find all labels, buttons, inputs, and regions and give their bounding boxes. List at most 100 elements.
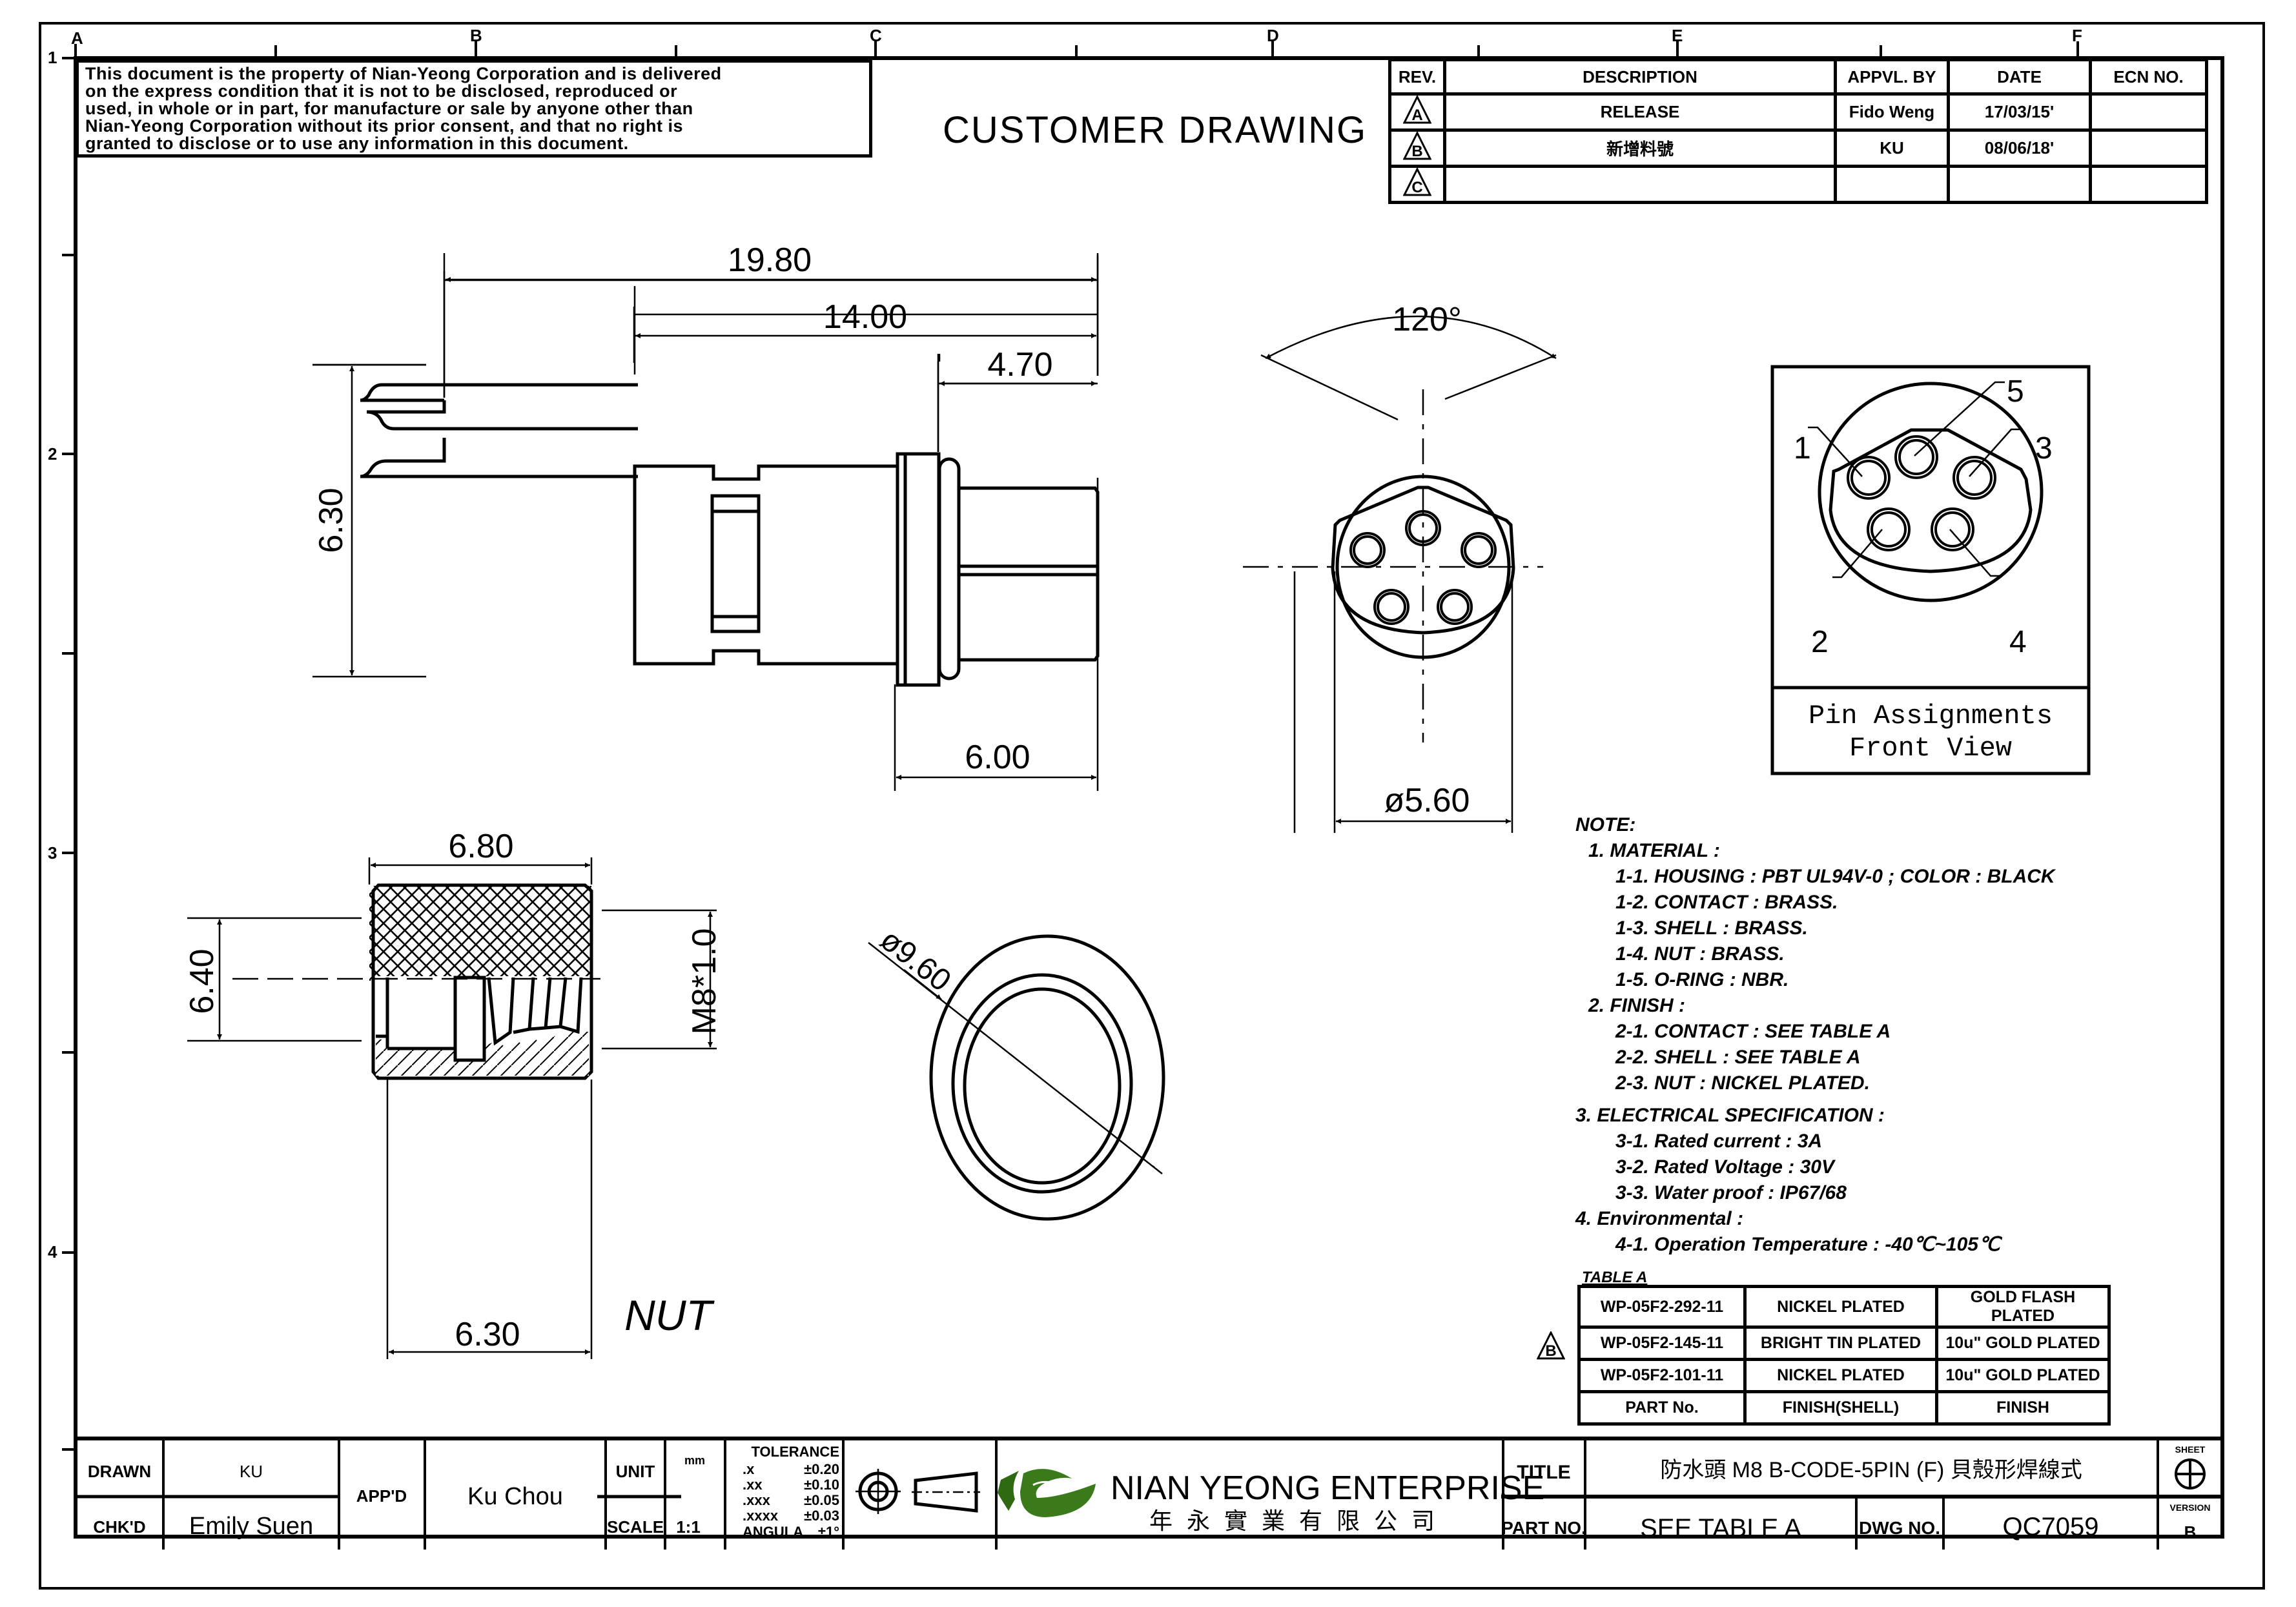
dim-angle: 120° [1392, 301, 1462, 338]
table-a-header: FINISH(SHELL) [1743, 1390, 1938, 1426]
pin-label: 1 [1794, 431, 1811, 466]
notes-item: 2-3. NUT : NICKEL PLATED. [1615, 1072, 1870, 1094]
table-a-row: WP-05F2-101-11 NICKEL PLATED 10u" GOLD P… [1577, 1358, 2111, 1393]
tolerance-key: .xxxx [743, 1508, 779, 1524]
revision-row: B 新增料號 KU 08/06/18' [1388, 128, 2208, 168]
zone-label-col: B [470, 26, 482, 45]
sheet-label: SHEET [2175, 1444, 2206, 1455]
approved-value: Ku Chou [467, 1483, 563, 1510]
zone-label-row: 3 [48, 843, 57, 863]
dwg-no-value: QC7059 [2003, 1513, 2099, 1541]
disclaimer-box: This document is the property of Nian-Ye… [76, 59, 872, 158]
scale-label: SCALE [607, 1517, 664, 1537]
zone-label-col: E [1672, 26, 1683, 45]
pin-caption-line2: Front View [1849, 733, 2012, 764]
pin-caption-line1: Pin Assignments [1809, 701, 2053, 732]
table-a-cell: GOLD FLASH PLATED [1935, 1285, 2111, 1329]
sheet-icon [2175, 1459, 2206, 1489]
connector-side-view: 19.80 14.00 4.70 6.00 6.30 [313, 241, 1100, 791]
zone-label-col: D [1267, 26, 1279, 45]
dim-front-length: 4.70 [987, 346, 1052, 384]
dim-nut-width-bottom: 6.30 [455, 1316, 520, 1353]
checked-label: CHK'D [93, 1517, 145, 1537]
svg-text:B: B [1545, 1342, 1556, 1360]
pin-caption: Pin Assignments Front View [1809, 701, 2053, 764]
notes-heading: NOTE: [1575, 814, 1636, 835]
ecn-cell [2089, 165, 2208, 204]
dim-nut-height: 6.40 [183, 948, 221, 1014]
zone-label-row: 1 [48, 48, 57, 67]
drawing-title: CUSTOMER DRAWING [943, 109, 1368, 151]
tolerance-key: ANGULA [743, 1524, 803, 1540]
description-cell [1443, 165, 1837, 204]
company-name-zh: 年永實業有限公司 [1149, 1508, 1449, 1534]
company-logo-icon [998, 1469, 1096, 1517]
dim-diameter: ø5.60 [1384, 782, 1470, 819]
pin-label: 4 [2009, 625, 2027, 659]
tolerance-key: .xx [743, 1477, 763, 1493]
disclaimer-line: on the express condition that it is not … [85, 81, 678, 101]
description-header: DESCRIPTION [1443, 58, 1837, 96]
tolerance-value: ±0.20 [804, 1461, 839, 1477]
description-cell: RELEASE [1443, 92, 1837, 132]
date-header: DATE [1947, 58, 2092, 96]
pin-labels: 1 2 3 4 5 [1794, 374, 2053, 659]
notes-item: 1-1. HOUSING : PBT UL94V-0 ; COLOR : BLA… [1615, 866, 2055, 887]
part-no-value: SEE TABLE A [1640, 1514, 1801, 1542]
drawn-value: KU [240, 1462, 263, 1481]
notes-item: 1-3. SHELL : BRASS. [1615, 917, 1808, 939]
dim-body-length: 14.00 [823, 298, 907, 336]
notes-item: 2-2. SHELL : SEE TABLE A [1615, 1047, 1861, 1068]
tolerance-value: ±1° [818, 1524, 839, 1540]
drawn-label: DRAWN [88, 1462, 151, 1481]
table-a-cell: 10u" GOLD PLATED [1935, 1326, 2111, 1361]
checked-value: Emily Suen [189, 1513, 313, 1540]
inner-frame [74, 56, 2224, 1539]
revision-triangle-icon: A [1403, 96, 1431, 124]
dim-nut-width-top: 6.80 [448, 828, 513, 865]
approved-by-cell: Fido Weng [1834, 92, 1950, 132]
notes-item: 3-3. Water proof : IP67/68 [1615, 1182, 1847, 1203]
outer-border [39, 22, 2265, 1590]
revision-triangle-icon: B [1537, 1331, 1565, 1360]
rev-cell: C [1388, 165, 1446, 204]
ecn-cell [2089, 128, 2208, 168]
table-a-cell: WP-05F2-101-11 [1577, 1358, 1747, 1393]
pin-label: 5 [2007, 374, 2024, 409]
notes-item: 4-1. Operation Temperature : -40℃~105℃ [1615, 1234, 2000, 1255]
zone-ticks [62, 41, 2079, 1451]
notes-section-title: 3. ELECTRICAL SPECIFICATION : [1575, 1105, 1885, 1126]
version-value: B [2184, 1522, 2197, 1542]
tolerance-title: TOLERANCE [752, 1444, 840, 1460]
ecn-header: ECN NO. [2089, 58, 2208, 96]
oring-view [868, 934, 1165, 1221]
table-a-cell: 10u" GOLD PLATED [1935, 1358, 2111, 1393]
date-cell: 17/03/15' [1947, 92, 2092, 132]
revision-b-marker: B [1537, 1331, 1565, 1363]
table-a-header: PART No. [1577, 1390, 1747, 1426]
notes-item: 3-1. Rated current : 3A [1615, 1131, 1823, 1152]
version-label: VERSION [2169, 1502, 2210, 1513]
pin-label: 2 [1811, 625, 1829, 659]
tolerance-value: ±0.05 [804, 1492, 839, 1508]
zone-label-col: C [870, 26, 882, 45]
zone-label-row: 2 [48, 444, 57, 464]
dim-flange-length: 6.00 [965, 739, 1030, 776]
disclaimer-line: used, in whole or in part, for manufactu… [85, 99, 693, 118]
revision-row: C [1388, 165, 2208, 204]
table-a-header-row: PART No. FINISH(SHELL) FINISH [1577, 1390, 2111, 1426]
tolerance-key: .x [743, 1461, 755, 1477]
dim-height: 6.30 [313, 487, 350, 553]
notes-item: 1-2. CONTACT : BRASS. [1615, 892, 1838, 913]
revision-table: REV. DESCRIPTION APPVL. BY DATE ECN NO. … [1388, 58, 2208, 204]
notes-item: 2-1. CONTACT : SEE TABLE A [1615, 1021, 1891, 1042]
title-label: TITLE [1517, 1462, 1570, 1483]
tolerance-value: ±0.10 [804, 1477, 839, 1493]
rev-cell: A [1388, 92, 1446, 132]
table-a-label: TABLE A [1582, 1269, 1648, 1286]
notes-section-title: 2. FINISH : [1588, 995, 1686, 1016]
unit-value: mm [684, 1454, 705, 1467]
nut-view [187, 857, 717, 1359]
